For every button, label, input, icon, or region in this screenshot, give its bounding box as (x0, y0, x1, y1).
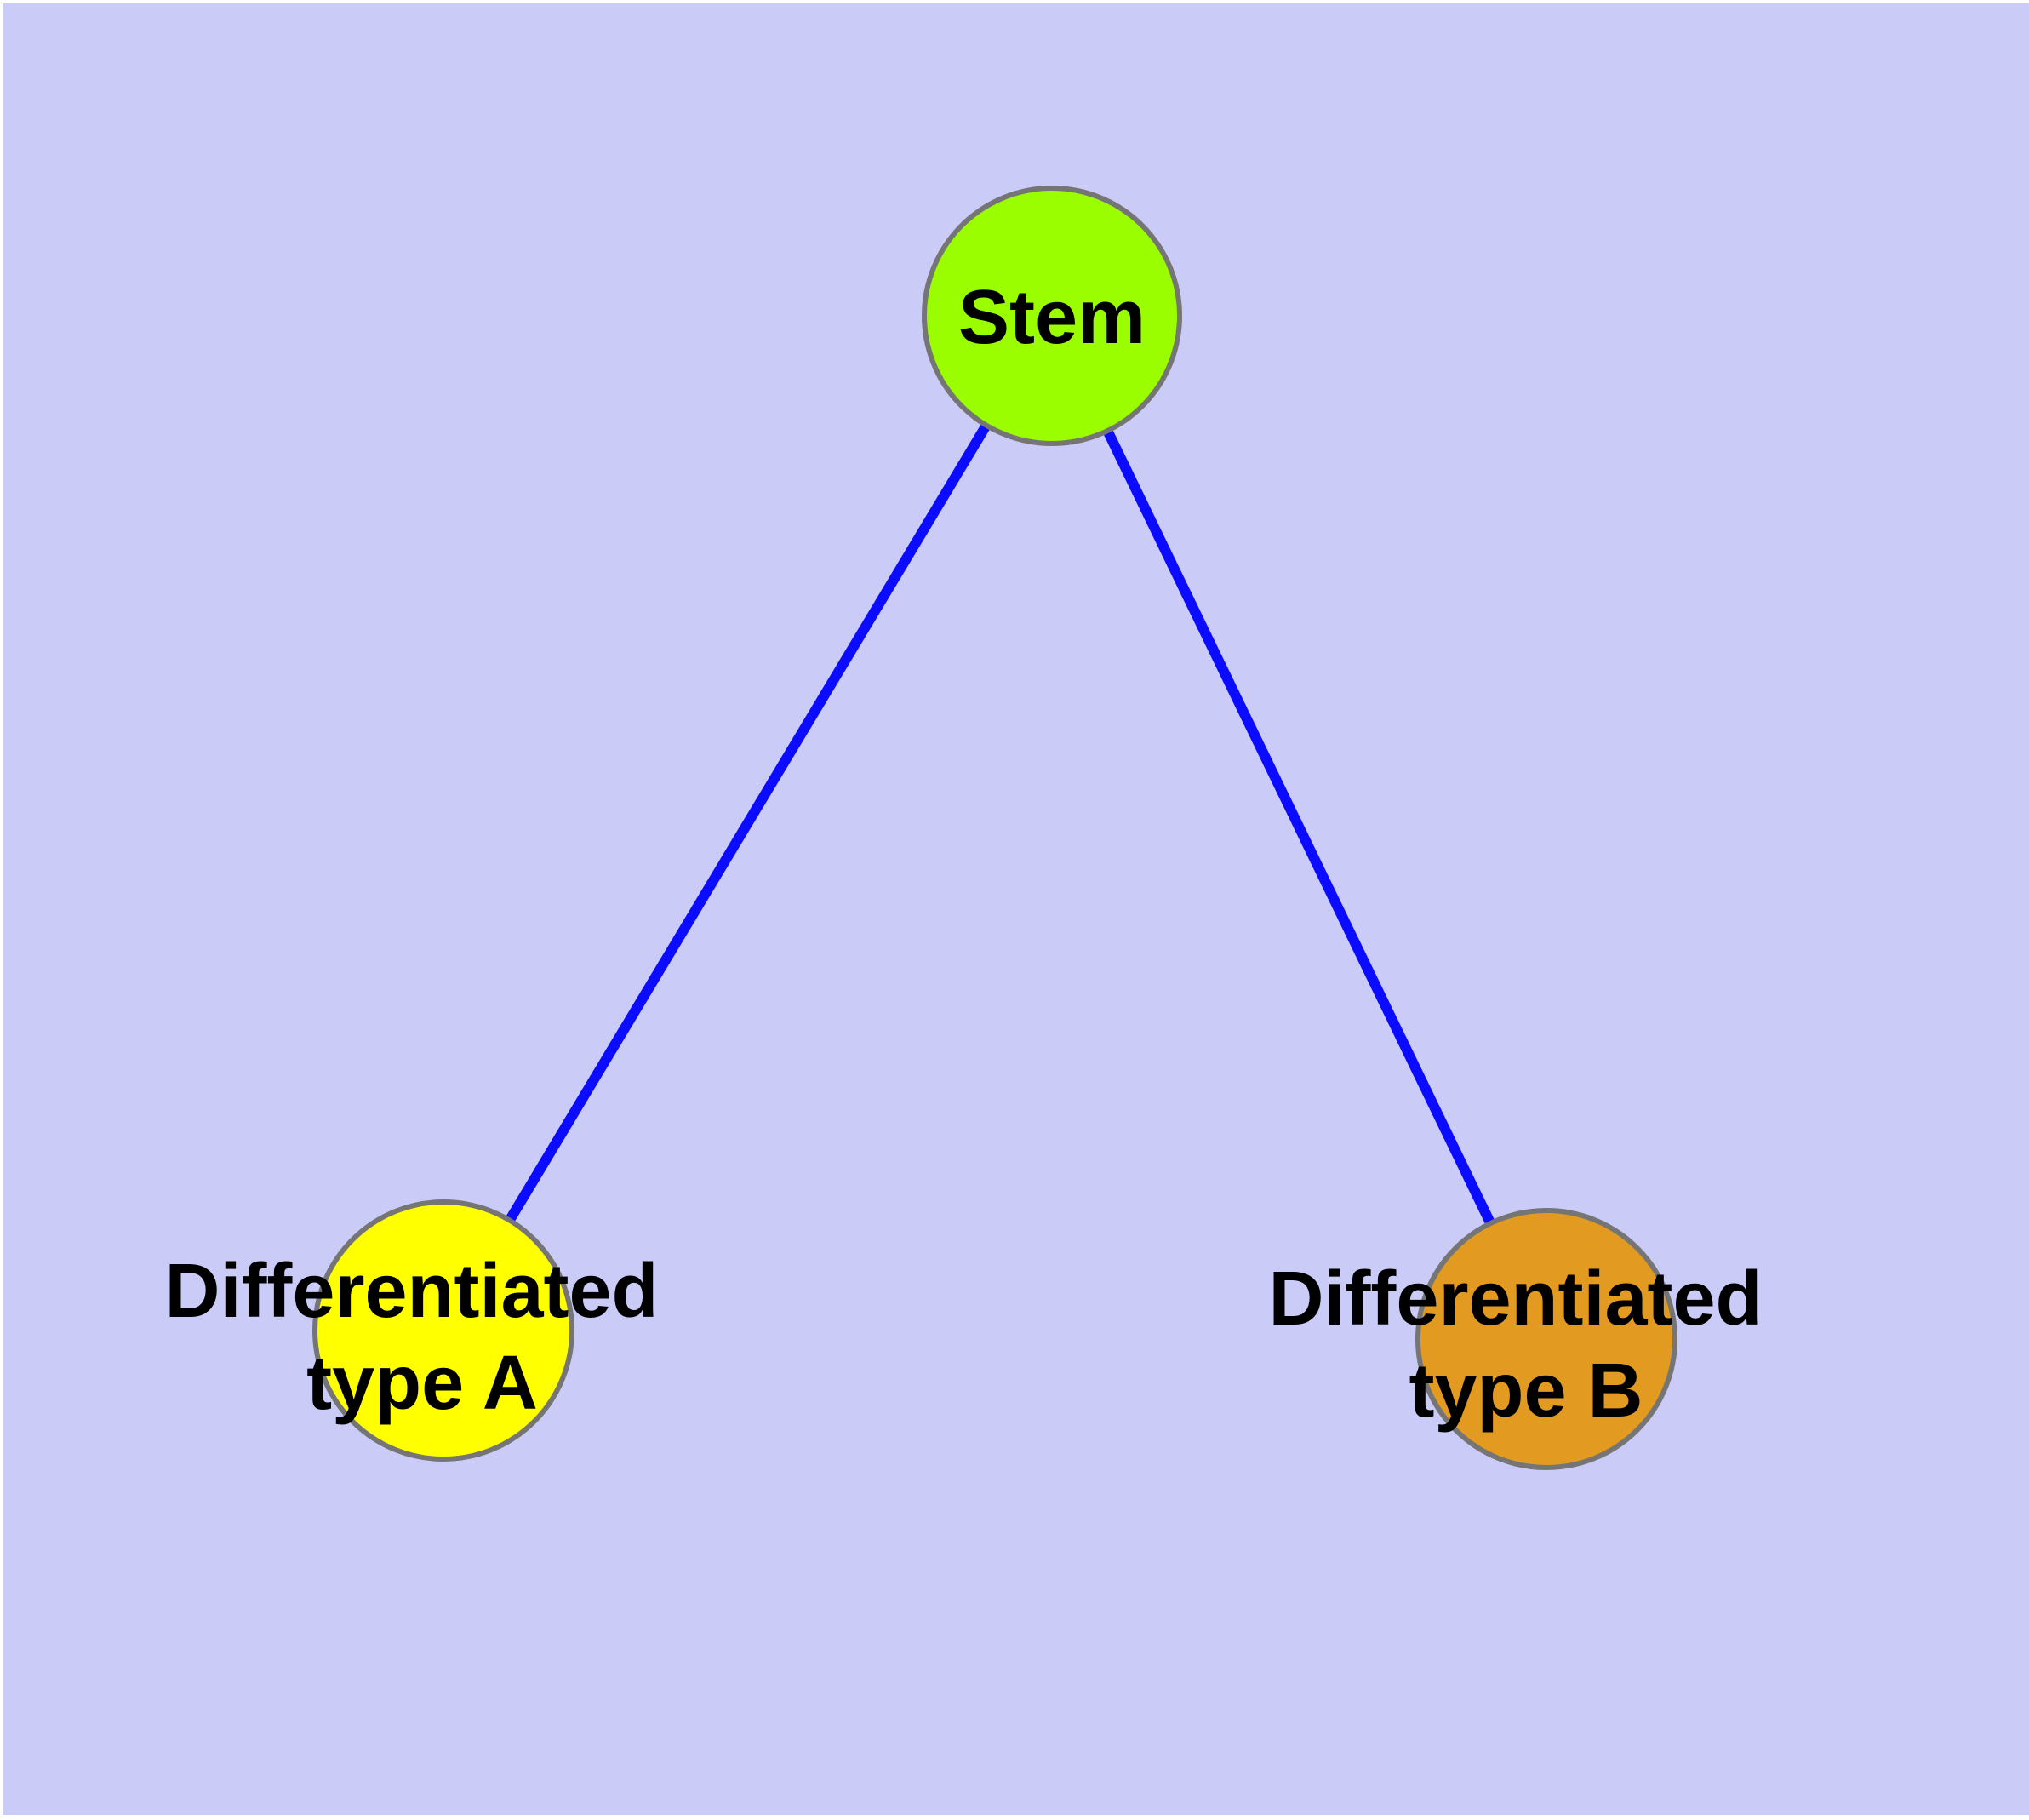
type-b-label-line2: type B (1409, 1348, 1643, 1434)
type-a-label-line1: Differentiated (164, 1249, 658, 1334)
type-a-node-label: Differentiated type A (164, 1249, 679, 1426)
stem-node-label: Stem (958, 275, 1146, 360)
edge-stem-to-type-b (1047, 313, 1552, 1342)
type-b-node-label: Differentiated type B (1268, 1256, 1783, 1434)
type-a-label-line2: type A (306, 1341, 538, 1426)
edge-stem-to-type-a (438, 312, 1057, 1334)
stem-node-circle (922, 186, 1182, 446)
type-b-node-circle (1415, 1208, 1677, 1470)
type-b-label-line1: Differentiated (1268, 1256, 1762, 1342)
type-a-node-circle (312, 1199, 574, 1462)
